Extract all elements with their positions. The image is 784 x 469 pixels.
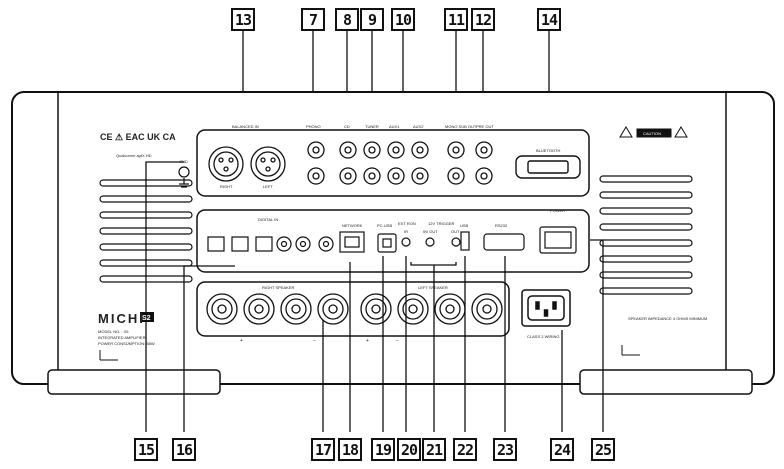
callout-12: 12 [471, 8, 495, 31]
callout-15: 15 [134, 438, 158, 461]
label-gnd: GND [179, 159, 188, 164]
compliance-marks: CE ⚠ EAC UK CA [100, 132, 176, 142]
callout-13: 13 [231, 8, 255, 31]
trigger-out-jack [451, 237, 461, 247]
callout-20: 20 [397, 438, 421, 461]
label-plus-1: + [240, 338, 243, 344]
label-tuner: TUNER [365, 124, 379, 129]
label-speaker-impedance: SPEAKER IMPEDANCE 4 OHMS MINIMUM [628, 316, 707, 321]
label-digital-in: DIGITAL IN [258, 217, 278, 222]
callout-8: 8 [335, 8, 359, 31]
label-qualcomm: Qualcomm aptX HD [116, 153, 152, 158]
label-cd: CD [344, 124, 350, 129]
label-usb: USB [460, 223, 469, 228]
callout-25: 25 [591, 438, 615, 461]
caution-label [619, 126, 688, 138]
label-pre-out: PRE OUT [476, 124, 494, 129]
label-rs232: RS232 [495, 223, 508, 228]
callout-16: 16 [172, 438, 196, 461]
label-balanced-in: BALANCED IN [232, 124, 259, 129]
label-ext-ron: EXT RON [398, 221, 416, 226]
callout-17: 17 [311, 438, 335, 461]
label-aux2: AUX2 [413, 124, 424, 129]
label-12v-trigger: 12V TRIGGER [428, 221, 454, 226]
iec-power-inlet [521, 289, 571, 327]
callout-21: 21 [422, 438, 446, 461]
label-right-speaker: RIGHT SPEAKER [262, 285, 294, 290]
callout-24: 24 [550, 438, 574, 461]
model-badge [140, 312, 154, 322]
left-foot [47, 369, 221, 395]
rca-inputs [307, 141, 493, 185]
rs232-port [483, 233, 525, 251]
label-left-speaker: LEFT SPEAKER [418, 285, 448, 290]
callout-22: 22 [453, 438, 477, 461]
xlr-left [250, 146, 286, 182]
bottom-leader-lines [145, 161, 604, 432]
label-ir: IR [404, 229, 408, 234]
callout-18: 18 [338, 438, 362, 461]
ir-jack [401, 237, 411, 247]
callout-23: 23 [493, 438, 517, 461]
xlr-right [208, 146, 244, 182]
label-caution: CAUTION [643, 131, 661, 136]
label-class2-wiring: CLASS 2 WIRING [527, 334, 559, 339]
speaker-panel [196, 281, 510, 337]
trigger-in-jack [425, 237, 435, 247]
label-left: LEFT [263, 184, 273, 189]
label-phono: PHONO [306, 124, 321, 129]
label-power: POWER [550, 208, 565, 213]
label-network: NETWORK [342, 223, 363, 228]
label-plus-2: + [366, 338, 369, 344]
callout-10: 10 [391, 8, 415, 31]
label-minus-2: − [396, 338, 399, 344]
right-vents [599, 175, 693, 295]
bluetooth-connector [515, 155, 581, 179]
label-power-consumption: POWER CONSUMPTION: 58W [98, 341, 155, 346]
label-integrated-amp: INTEGRATED AMPLIFIER [98, 335, 146, 340]
model-badge-text: S2 [142, 315, 151, 322]
callout-7: 7 [301, 8, 325, 31]
label-out: OUT [451, 229, 460, 234]
label-bluetooth: BLUETOOTH [536, 148, 560, 153]
optical-inputs [207, 236, 273, 252]
label-right: RIGHT [220, 184, 233, 189]
callout-14: 14 [537, 8, 561, 31]
callout-11: 11 [444, 8, 468, 31]
callout-9: 9 [360, 8, 384, 31]
label-model-no: MODEL NO. : X5 [98, 329, 129, 334]
label-aux1: AUX1 [389, 124, 400, 129]
label-pc-usb: PC-USB [377, 223, 392, 228]
usb-port [460, 231, 470, 251]
right-foot [579, 369, 753, 395]
label-minus-1: − [313, 338, 316, 344]
coax-inputs [276, 236, 334, 252]
callout-19: 19 [371, 438, 395, 461]
label-mono-sub-out: MONO SUB OUT [445, 124, 477, 129]
brand-logo: MICHI [98, 311, 145, 326]
label-in-out: IN/ OUT [423, 229, 438, 234]
ground-terminal [178, 166, 190, 188]
